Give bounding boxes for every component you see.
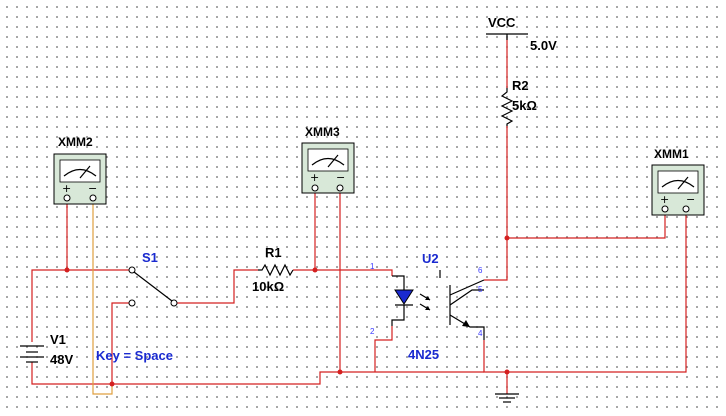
u2-pin-6: 6 bbox=[478, 266, 483, 275]
multimeter-xmm2[interactable]: XMM2 + − bbox=[53, 135, 107, 205]
junction-dot[interactable] bbox=[337, 369, 343, 375]
xmm3-plus-sign: + bbox=[310, 171, 319, 184]
u2-pin-1: 1 bbox=[370, 262, 375, 271]
wire-bottom-rail[interactable] bbox=[31, 362, 484, 385]
junction-dot[interactable] bbox=[312, 267, 318, 273]
r2-label: R2 bbox=[512, 78, 529, 93]
u2-pin-4: 4 bbox=[478, 329, 483, 338]
switch-s1[interactable]: S1 Key = Space bbox=[96, 250, 178, 363]
wire-r1-u2[interactable] bbox=[293, 269, 393, 276]
junctions bbox=[64, 235, 510, 387]
xmm2-plus-sign: + bbox=[62, 182, 71, 195]
r2-value: 5kΩ bbox=[512, 98, 537, 113]
junction-dot[interactable] bbox=[504, 235, 510, 241]
wire-xmm1-plus[interactable] bbox=[507, 210, 666, 239]
wire-u2-pin2[interactable] bbox=[374, 326, 393, 372]
wire-v1-top[interactable] bbox=[31, 269, 132, 342]
xmm1-minus-sign: − bbox=[686, 193, 695, 206]
resistor-r1[interactable]: R1 10kΩ bbox=[252, 245, 294, 294]
ground-symbol[interactable] bbox=[495, 393, 519, 403]
u2-pin-2: 2 bbox=[370, 327, 375, 336]
u2-pin-5: 5 bbox=[478, 285, 483, 294]
v1-value: 48V bbox=[50, 352, 73, 367]
xmm3-minus-sign: − bbox=[336, 171, 345, 184]
vcc-source[interactable]: VCC 5.0V bbox=[486, 15, 557, 53]
wire-switch-lower[interactable] bbox=[111, 302, 132, 384]
s1-label: S1 bbox=[142, 250, 158, 265]
multimeter-xmm1[interactable]: XMM1 + − bbox=[651, 147, 705, 216]
junction-dot[interactable] bbox=[64, 267, 70, 273]
xmm1-label: XMM1 bbox=[654, 147, 689, 161]
wire-xmm2-minus[interactable] bbox=[92, 200, 113, 395]
s1-key-label: Key = Space bbox=[96, 348, 173, 363]
resistor-r2[interactable]: R2 5kΩ bbox=[500, 78, 537, 126]
junction-dot[interactable] bbox=[504, 369, 510, 375]
u2-part-label: 4N25 bbox=[408, 347, 439, 362]
wire-xmm1-minus[interactable] bbox=[483, 210, 687, 373]
wire-switch-r1[interactable] bbox=[174, 269, 258, 304]
v1-label: V1 bbox=[50, 332, 66, 347]
multimeter-xmm3[interactable]: XMM3 + − bbox=[301, 125, 355, 194]
vcc-value: 5.0V bbox=[530, 38, 557, 53]
vcc-label: VCC bbox=[488, 15, 516, 30]
junction-dot[interactable] bbox=[109, 381, 115, 387]
xmm2-minus-sign: − bbox=[88, 182, 97, 195]
wires bbox=[31, 38, 687, 395]
r1-value: 10kΩ bbox=[252, 279, 284, 294]
xmm2-label: XMM2 bbox=[58, 135, 93, 149]
wire-r2-collector[interactable] bbox=[484, 126, 508, 281]
r1-label: R1 bbox=[265, 245, 282, 260]
optocoupler-u2[interactable]: 1 2 4 5 6 U2 4N25 bbox=[370, 251, 485, 362]
u2-label: U2 bbox=[422, 251, 439, 266]
battery-v1[interactable]: V1 48V bbox=[20, 332, 73, 367]
xmm3-label: XMM3 bbox=[305, 125, 340, 139]
xmm1-plus-sign: + bbox=[660, 193, 669, 206]
